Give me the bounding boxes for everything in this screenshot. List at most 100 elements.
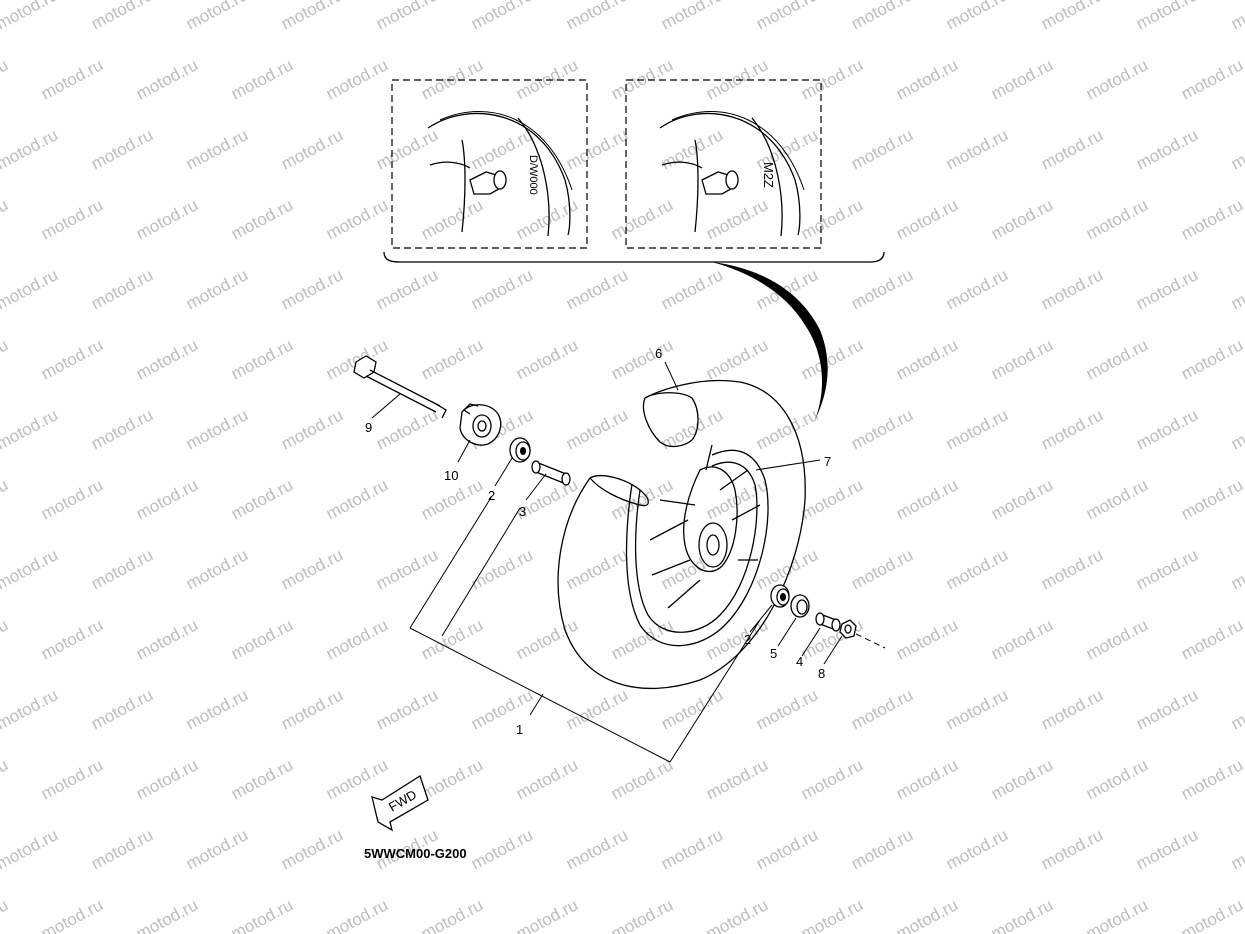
watermark-text: motod.ru [753,0,821,34]
watermark-text: motod.ru [468,0,536,34]
watermark-text: motod.ru [183,545,251,593]
watermark-text: motod.ru [848,125,916,173]
watermark-text: motod.ru [848,405,916,453]
watermark-text: motod.ru [798,335,866,383]
watermark-text: motod.ru [703,335,771,383]
bearing-left [509,437,531,463]
watermark-text: motod.ru [418,55,486,103]
watermark-text: motod.ru [1133,545,1201,593]
watermark-text: motod.ru [88,0,156,34]
callout-4: 4 [796,654,803,669]
watermark-text: motod.ru [608,475,676,523]
watermark-text: motod.ru [1228,825,1245,873]
watermark-text: motod.ru [943,0,1011,34]
watermark-text: motod.ru [988,195,1056,243]
watermark-text: motod.ru [1178,615,1245,663]
watermark-text: motod.ru [608,615,676,663]
watermark-text: motod.ru [88,545,156,593]
watermark-text: motod.ru [658,685,726,733]
watermark-text: motod.ru [38,475,106,523]
watermark-text: motod.ru [183,265,251,313]
watermark-text: motod.ru [373,125,441,173]
watermark-text: motod.ru [943,405,1011,453]
callout-9: 9 [365,420,372,435]
watermark-text: motod.ru [1228,405,1245,453]
axle-centerline [855,633,886,649]
watermark-text: motod.ru [0,475,11,523]
watermark-text: motod.ru [0,0,61,34]
watermark-text: motod.ru [703,195,771,243]
watermark-text: motod.ru [988,615,1056,663]
watermark-text: motod.ru [183,405,251,453]
watermark-text: motod.ru [513,195,581,243]
watermark-text: motod.ru [703,895,771,934]
watermark-text: motod.ru [1178,55,1245,103]
watermark-text: motod.ru [133,475,201,523]
watermark-text: motod.ru [1178,475,1245,523]
watermark-text: motod.ru [608,335,676,383]
watermark-text: motod.ru [1133,0,1201,34]
watermark-text: motod.ru [703,55,771,103]
watermark-text: motod.ru [228,55,296,103]
watermark-text: motod.ru [373,685,441,733]
callout-7: 7 [824,454,831,469]
watermark-text: motod.ru [988,755,1056,803]
watermark-text: motod.ru [228,195,296,243]
watermark-text: motod.ru [658,265,726,313]
watermark-text: motod.ru [88,265,156,313]
watermark-text: motod.ru [278,125,346,173]
watermark-text: motod.ru [183,825,251,873]
watermark-text: motod.ru [38,615,106,663]
watermark-text: motod.ru [228,895,296,934]
watermark-text: motod.ru [798,895,866,934]
watermark-text: motod.ru [1133,125,1201,173]
detail-inset-right: M2Z [625,79,822,249]
watermark-text: motod.ru [468,125,536,173]
watermark-text: motod.ru [1133,825,1201,873]
watermark-text: motod.ru [1178,755,1245,803]
watermark-text: motod.ru [563,545,631,593]
watermark-text: motod.ru [1083,335,1151,383]
watermark-text: motod.ru [323,195,391,243]
spacer-collar [531,460,571,486]
watermark-text: motod.ru [753,265,821,313]
watermark-text: motod.ru [373,545,441,593]
drawing-code: 5WWCM00-G200 [364,846,467,861]
watermark-text: motod.ru [1133,685,1201,733]
watermark-text: motod.ru [38,335,106,383]
watermark-text: motod.ru [418,615,486,663]
watermark-text: motod.ru [608,195,676,243]
watermark-text: motod.ru [88,125,156,173]
watermark-text: motod.ru [513,895,581,934]
watermark-text: motod.ru [228,615,296,663]
watermark-text: motod.ru [513,335,581,383]
watermark-text: motod.ru [1038,265,1106,313]
watermark-text: motod.ru [563,125,631,173]
collar-right [815,612,841,632]
leader-lines [371,361,843,763]
watermark-text: motod.ru [468,265,536,313]
watermark-text: motod.ru [0,55,11,103]
watermark-text: motod.ru [608,55,676,103]
watermark-text: motod.ru [0,685,61,733]
watermark-text: motod.ru [848,685,916,733]
watermark-text: motod.ru [468,685,536,733]
watermark-text: motod.ru [848,545,916,593]
watermark-text: motod.ru [278,405,346,453]
watermark-text: motod.ru [1083,755,1151,803]
watermark-text: motod.ru [278,545,346,593]
watermark-text: motod.ru [563,685,631,733]
watermark-text: motod.ru [943,825,1011,873]
watermark-text: motod.ru [753,405,821,453]
watermark-text: motod.ru [373,405,441,453]
watermark-text: motod.ru [658,125,726,173]
watermark-text: motod.ru [798,55,866,103]
watermark-text: motod.ru [323,55,391,103]
watermark-text: motod.ru [943,125,1011,173]
watermark-text: motod.ru [1038,545,1106,593]
watermark-text: motod.ru [228,755,296,803]
watermark-text: motod.ru [1038,685,1106,733]
callout-3: 3 [519,504,526,519]
